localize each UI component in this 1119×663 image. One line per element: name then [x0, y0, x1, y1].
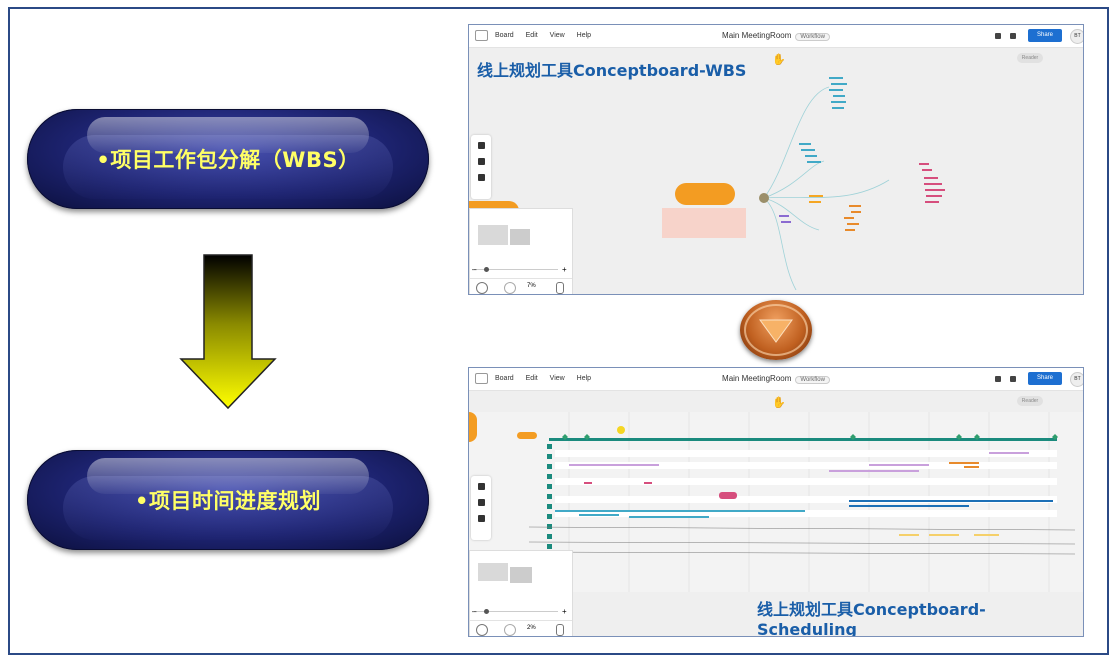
check-icon[interactable] [477, 499, 485, 506]
print-icon[interactable] [995, 33, 1001, 39]
menu-board[interactable]: Board [495, 32, 514, 39]
zoom-icon[interactable] [504, 624, 516, 636]
list-icon[interactable] [477, 515, 485, 522]
zoom-level: 7% [527, 283, 536, 289]
minimap[interactable]: + – 2% [469, 550, 573, 636]
compass-icon[interactable] [476, 624, 488, 636]
menu-help[interactable]: Help [576, 32, 592, 39]
menu-edit[interactable]: Edit [525, 375, 538, 382]
comment-icon[interactable] [1010, 33, 1016, 39]
left-toolbar [471, 476, 491, 540]
schedule-overlay-title: 线上规划工具Conceptboard-Scheduling [757, 600, 986, 637]
chat-icon[interactable] [475, 373, 488, 384]
reader-button[interactable]: Reader [1017, 396, 1043, 406]
workflow-badge[interactable]: Workflow [795, 33, 830, 41]
menu-view[interactable]: View [549, 375, 565, 382]
wbs-overlay-title: 线上规划工具Conceptboard-WBS [477, 61, 747, 80]
menu-view[interactable]: View [549, 32, 565, 39]
hand-icon[interactable]: ✋ [772, 397, 786, 409]
share-button[interactable]: Share [1028, 29, 1062, 42]
menu-board[interactable]: Board [495, 375, 514, 382]
mouse-icon[interactable] [556, 282, 564, 294]
menu-edit[interactable]: Edit [525, 32, 538, 39]
down-arrow-icon [179, 254, 277, 410]
wbs-pill-label: •项目工作包分解（WBS） [96, 148, 360, 172]
left-toolbar [471, 135, 491, 199]
hand-icon[interactable]: ✋ [772, 54, 786, 66]
comment-icon[interactable] [1010, 376, 1016, 382]
schedule-pill-label: •项目时间进度规划 [135, 489, 321, 513]
room-title: Main MeetingRoom [722, 374, 792, 383]
menu-help[interactable]: Help [576, 375, 592, 382]
avatar[interactable]: BT [1070, 372, 1083, 387]
bell-icon[interactable] [477, 142, 485, 149]
next-orb [740, 300, 812, 360]
workflow-badge[interactable]: Workflow [795, 376, 830, 384]
compass-icon[interactable] [476, 282, 488, 294]
reader-button[interactable]: Reader [1017, 53, 1043, 63]
schedule-pill: •项目时间进度规划 [27, 450, 429, 550]
triangle-down-icon [759, 319, 793, 343]
mindmap-canvas [759, 77, 945, 290]
zoom-icon[interactable] [504, 282, 516, 294]
check-icon[interactable] [477, 158, 485, 165]
orange-shape [469, 201, 519, 211]
orange-shape [469, 412, 477, 442]
mouse-icon[interactable] [556, 624, 564, 636]
print-icon[interactable] [995, 376, 1001, 382]
room-title: Main MeetingRoom [722, 31, 792, 40]
zoom-level: 2% [527, 625, 536, 631]
minimap[interactable]: + – 7% [469, 208, 573, 294]
wbs-root-node[interactable] [675, 183, 735, 205]
wbs-notes-box[interactable] [662, 208, 746, 238]
chat-icon[interactable] [475, 30, 488, 41]
gantt-root-node[interactable] [517, 432, 537, 439]
share-button[interactable]: Share [1028, 372, 1062, 385]
wbs-pill: •项目工作包分解（WBS） [27, 109, 429, 209]
list-icon[interactable] [477, 174, 485, 181]
face-icon [617, 426, 625, 434]
avatar[interactable]: BT [1070, 29, 1083, 44]
gantt-canvas [469, 412, 1083, 592]
bell-icon[interactable] [477, 483, 485, 490]
